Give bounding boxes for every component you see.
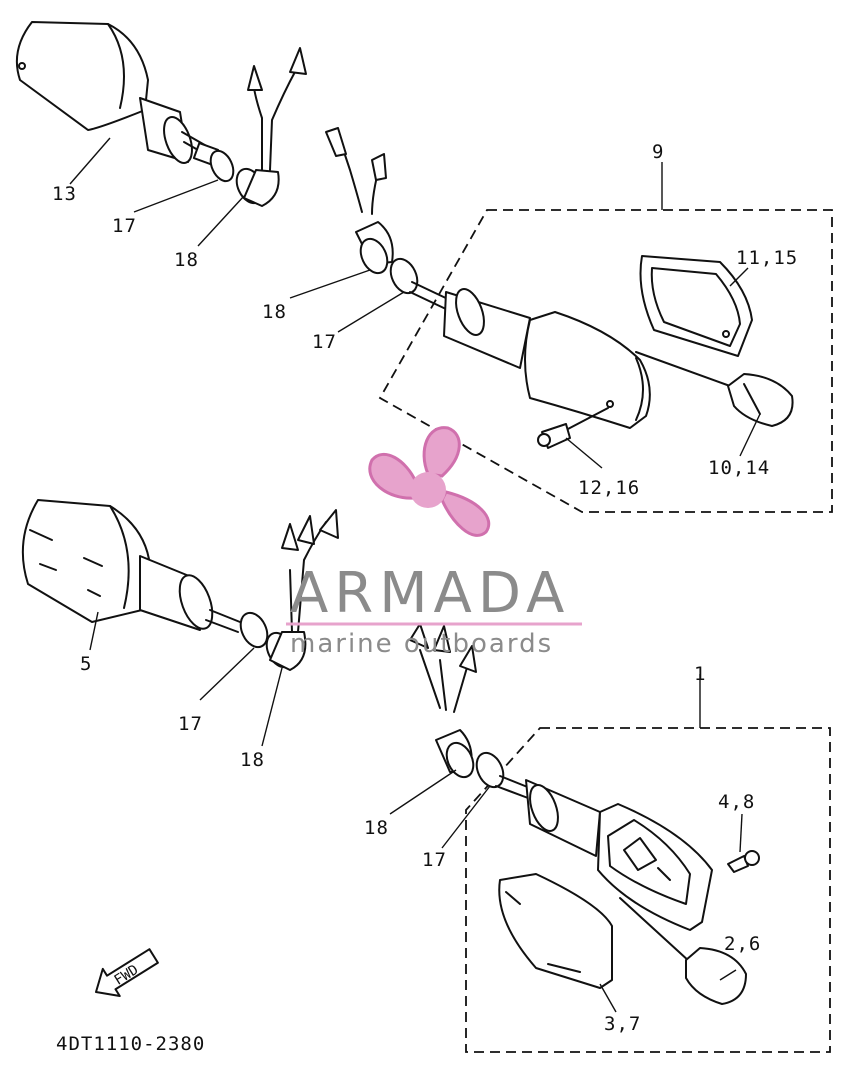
group-1-boundary bbox=[465, 727, 831, 1053]
label-4-8: 4,8 bbox=[718, 791, 755, 813]
label-17-d: 17 bbox=[422, 849, 447, 871]
propeller-logo bbox=[368, 426, 491, 537]
label-18-c: 18 bbox=[240, 749, 265, 771]
label-13: 13 bbox=[52, 183, 77, 205]
label-2-6: 2,6 bbox=[724, 933, 761, 955]
label-1: 1 bbox=[694, 663, 706, 685]
leader-lines bbox=[69, 137, 761, 1013]
label-12-16: 12,16 bbox=[578, 477, 640, 499]
flasher-1 bbox=[409, 623, 760, 1005]
watermark: ARMADA marine outboards bbox=[286, 426, 582, 659]
flasher-5 bbox=[21, 499, 339, 671]
watermark-title: ARMADA bbox=[290, 561, 570, 626]
part-number: 4DT1110-2380 bbox=[56, 1033, 205, 1055]
label-10-14: 10,14 bbox=[708, 457, 770, 479]
label-11-15: 11,15 bbox=[736, 247, 798, 269]
flasher-13 bbox=[15, 21, 307, 207]
label-17-c: 17 bbox=[178, 713, 203, 735]
watermark-subtitle: marine outboards bbox=[290, 629, 553, 659]
part-labels: 13 17 18 9 11,15 18 17 10,14 12,16 5 17 … bbox=[52, 141, 798, 1035]
group-9-boundary bbox=[378, 209, 833, 513]
label-18-b: 18 bbox=[262, 301, 287, 323]
label-18-a: 18 bbox=[174, 249, 199, 271]
label-5: 5 bbox=[80, 653, 92, 675]
label-9: 9 bbox=[652, 141, 664, 163]
fwd-arrow: FWD bbox=[95, 948, 159, 998]
flasher-9 bbox=[325, 127, 794, 449]
label-3-7: 3,7 bbox=[604, 1013, 641, 1035]
label-18-d: 18 bbox=[364, 817, 389, 839]
label-17-a: 17 bbox=[112, 215, 137, 237]
label-17-b: 17 bbox=[312, 331, 337, 353]
